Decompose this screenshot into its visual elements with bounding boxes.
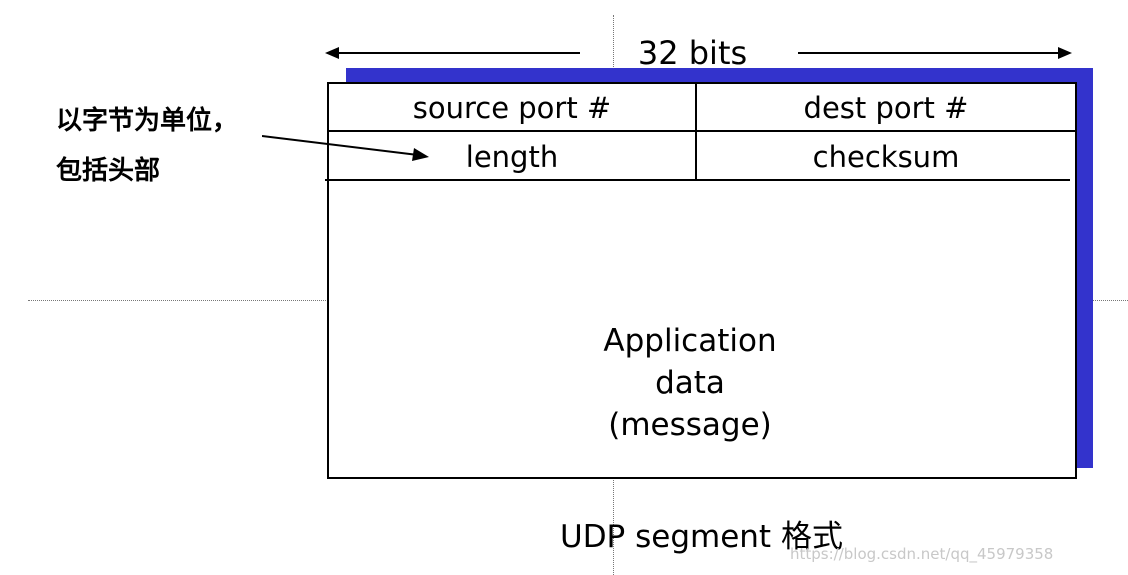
diagram-caption: UDP segment 格式 — [560, 512, 900, 562]
dest-port-field: dest port # — [803, 91, 969, 125]
header-column-divider — [695, 82, 697, 181]
annotation-arrow — [261, 130, 432, 166]
annotation-line-2: 包括头部 — [56, 156, 161, 186]
length-field: length — [465, 140, 559, 174]
caption-suffix: 格式 — [780, 519, 843, 555]
header-bottom-divider — [325, 179, 1070, 181]
header-row-divider — [327, 130, 1077, 132]
application-data-line-1: Application — [603, 323, 777, 359]
watermark: https://blog.csdn.net/qq_45979358 — [790, 545, 1054, 563]
caption-text: UDP segment — [560, 519, 772, 555]
width-label: 32 bits — [637, 34, 748, 72]
source-port-field: source port # — [412, 91, 612, 125]
length-annotation: 以字节为单位， 包括头部 — [56, 96, 286, 196]
application-data-line-3: (message) — [608, 407, 772, 443]
left-arrow — [325, 44, 585, 62]
right-arrow — [798, 44, 1073, 62]
checksum-field: checksum — [812, 140, 960, 174]
application-data: Application data (message) — [560, 320, 820, 446]
udp-segment-box — [327, 82, 1077, 479]
application-data-line-2: data — [655, 365, 725, 401]
annotation-line-1: 以字节为单位， — [56, 106, 239, 136]
